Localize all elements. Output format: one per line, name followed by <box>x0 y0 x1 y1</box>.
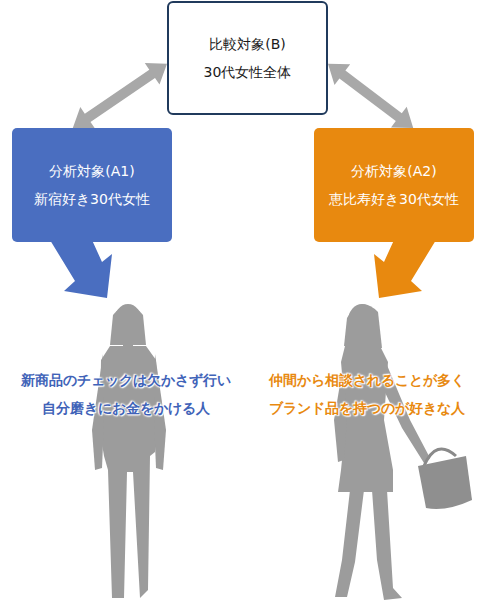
box-heading: 分析対象(A2) <box>351 162 436 180</box>
callout-tail <box>374 240 436 298</box>
analysis-box: 分析対象(A1) 新宿好き30代女性 <box>12 128 172 242</box>
box-heading: 比較対象(B) <box>209 35 286 53</box>
box-text: 恵比寿好き30代女性 <box>329 190 459 208</box>
box-text: 新宿好き30代女性 <box>34 190 150 208</box>
persona-label: 仲間から相談されることが多く ブランド品を持つのが好きな人 <box>248 366 486 422</box>
woman-silhouette <box>334 304 430 600</box>
box-heading: 分析対象(A1) <box>49 162 134 180</box>
handbag <box>418 449 472 509</box>
callout-tail <box>50 240 112 298</box>
persona-label: 新商品のチェックは欠かさず行い 自分磨きにお金をかける人 <box>0 366 252 422</box>
woman-silhouette <box>92 304 166 598</box>
double-arrow <box>328 64 413 128</box>
analysis-box: 分析対象(A2) 恵比寿好き30代女性 <box>314 128 474 242</box>
double-arrow <box>73 63 167 129</box>
comparison-box: 比較対象(B) 30代女性全体 <box>167 1 328 115</box>
box-text: 30代女性全体 <box>204 63 292 81</box>
